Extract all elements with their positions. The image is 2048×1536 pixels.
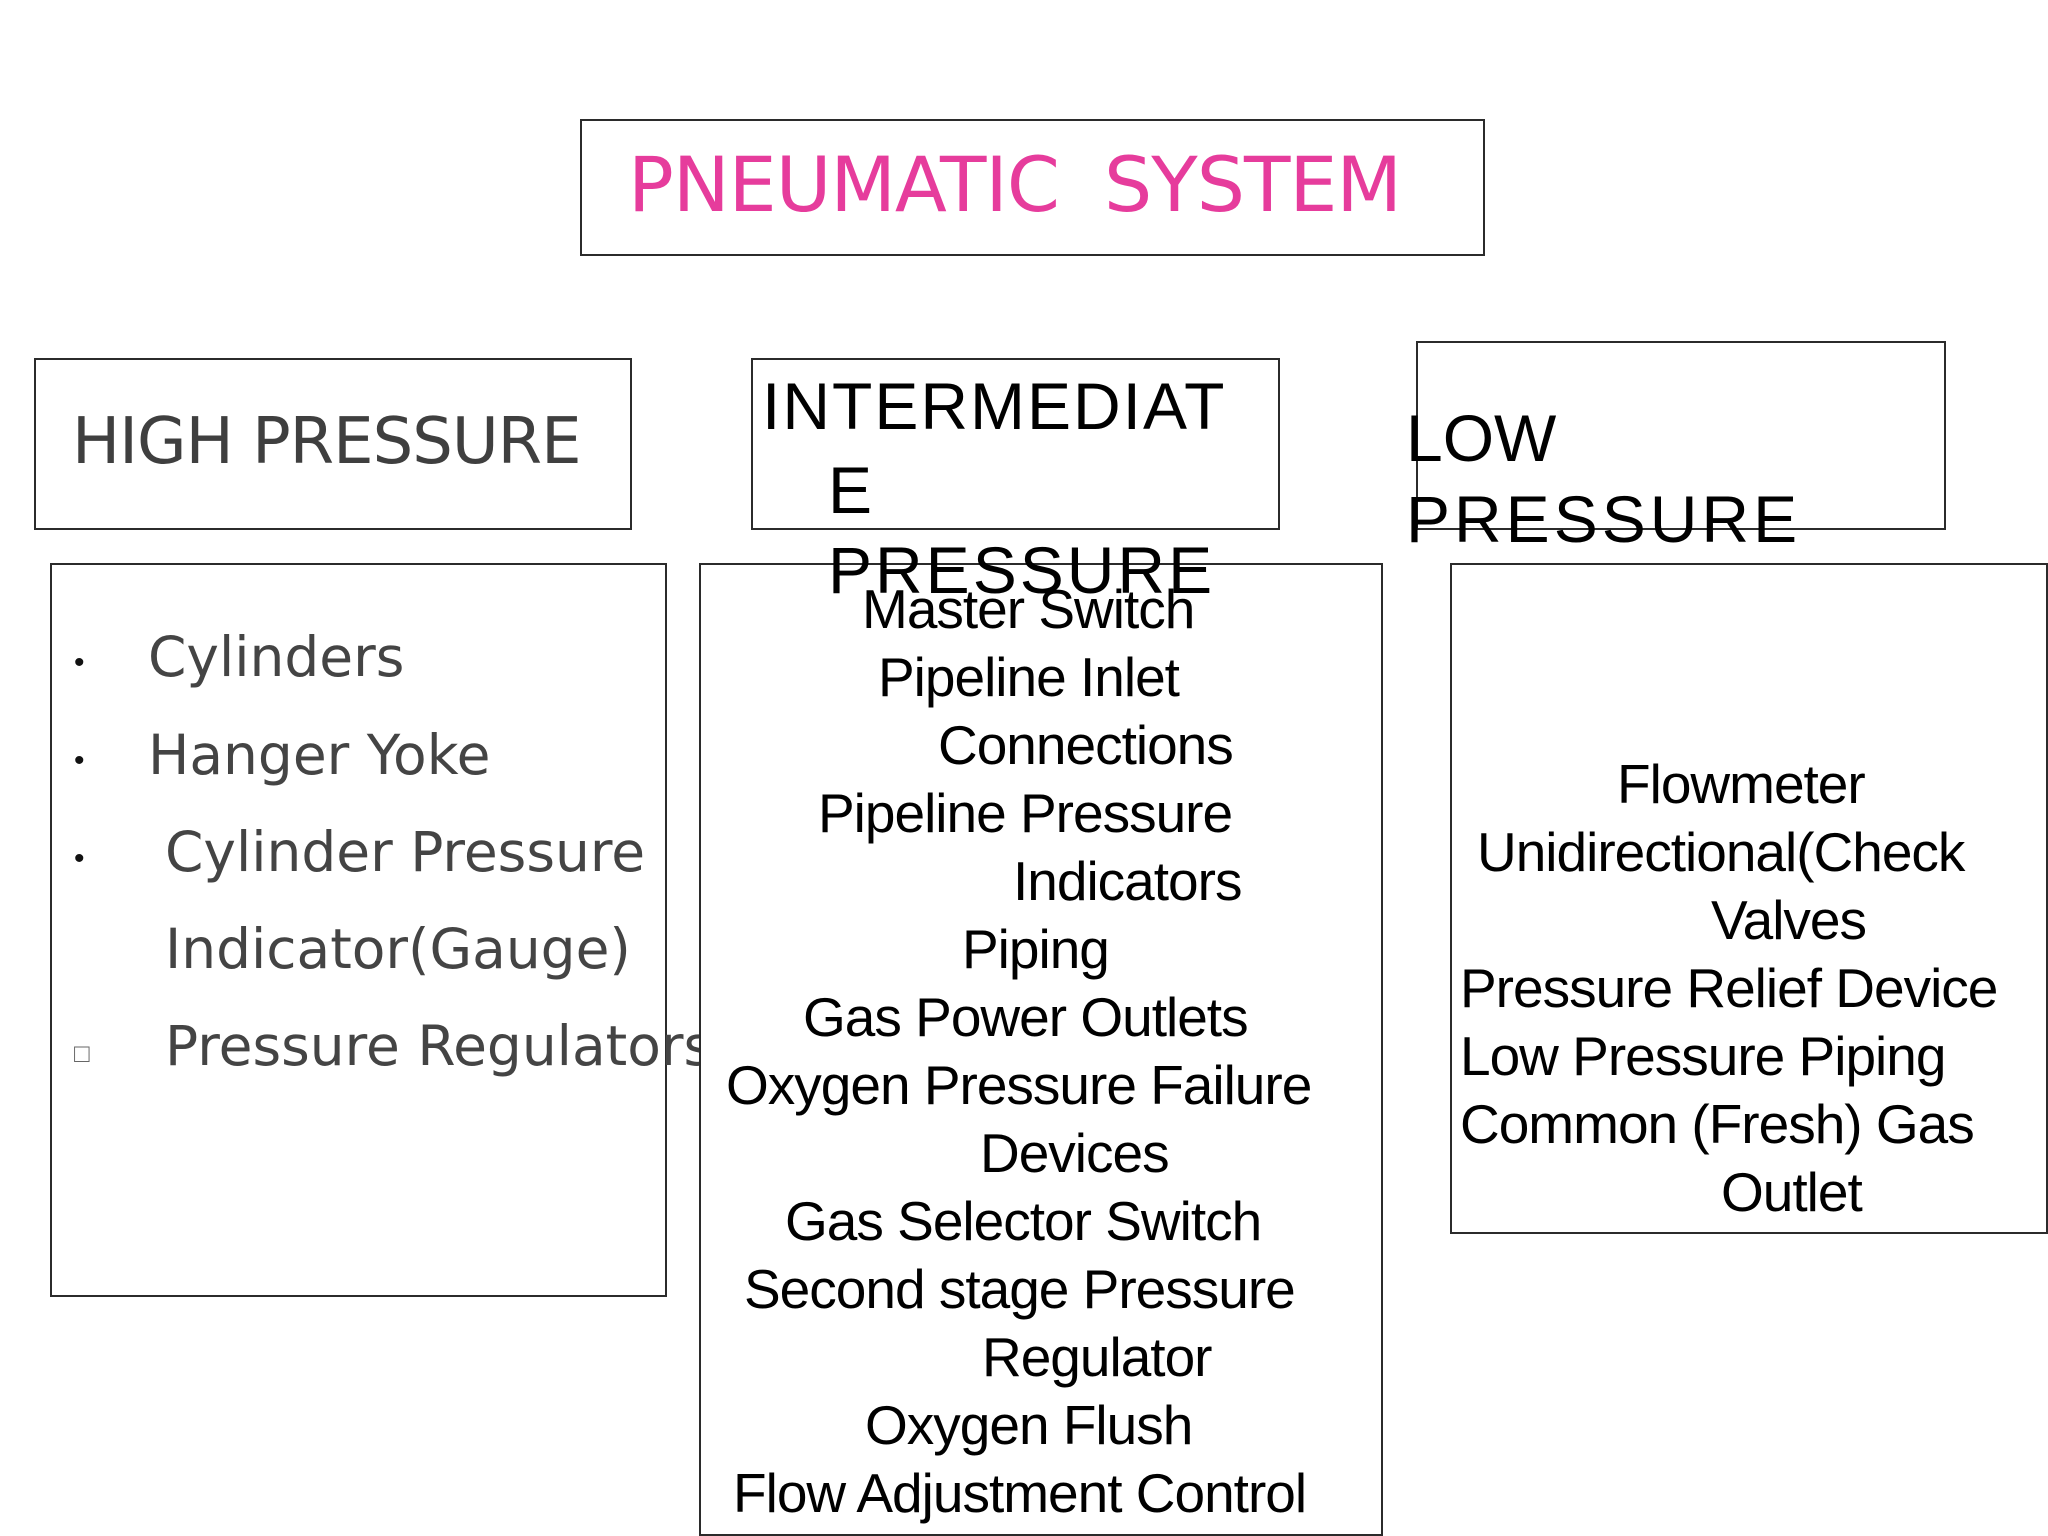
intermediate-pressure-list-box <box>699 563 1383 1536</box>
mid-line: Indicators <box>1013 850 1242 912</box>
low-line: Low Pressure Piping <box>1460 1025 1946 1087</box>
bullet-icon: • <box>74 646 85 679</box>
high-pressure-header-box <box>34 358 632 530</box>
low-line: Common (Fresh) Gas <box>1460 1093 1975 1155</box>
low-pressure-header-box <box>1416 341 1946 530</box>
high-item-cylinders: Cylinders <box>148 625 405 689</box>
title-box <box>580 119 1485 256</box>
bullet-icon: • <box>74 842 85 875</box>
intermediate-heading-line-1: INTERMEDIAT <box>762 369 1227 443</box>
mid-line: Pipeline Pressure <box>818 782 1233 844</box>
mid-line: Oxygen Flush <box>865 1394 1193 1456</box>
mid-line: Piping <box>962 918 1110 980</box>
low-line: Valves <box>1711 889 1867 951</box>
square-bullet-icon: □ <box>74 1038 90 1068</box>
bullet-icon: • <box>74 744 85 777</box>
mid-line: Flow Adjustment Control <box>733 1462 1307 1524</box>
high-item-cylinder-pressure: Cylinder Pressure <box>165 820 646 884</box>
mid-line: Devices <box>980 1122 1170 1184</box>
intermediate-pressure-header-box <box>751 358 1280 530</box>
intermediate-heading-line-2: E <box>828 453 873 527</box>
mid-line: Second stage Pressure <box>744 1258 1296 1320</box>
low-line: Pressure Relief Device <box>1460 957 1998 1019</box>
mid-line: Connections <box>938 714 1234 776</box>
high-pressure-list-box <box>50 563 667 1297</box>
high-pressure-heading: HIGH PRESSURE <box>72 405 582 479</box>
low-line: Unidirectional(Check <box>1477 821 1965 883</box>
low-line: Flowmeter <box>1617 753 1866 815</box>
low-pressure-list-box <box>1450 563 2048 1234</box>
mid-line: Gas Selector Switch <box>785 1190 1262 1252</box>
diagram-title: PNEUMATIC SYSTEM <box>628 140 1402 229</box>
high-item-indicator-gauge: Indicator(Gauge) <box>165 917 631 981</box>
low-heading-line-1: LOW <box>1406 401 1557 475</box>
intermediate-heading-line-3: PRESSURE <box>828 533 1216 607</box>
low-line: Outlet <box>1721 1161 1863 1223</box>
high-item-hanger-yoke: Hanger Yoke <box>148 723 491 787</box>
mid-line: Master Switch <box>862 578 1195 640</box>
high-item-pressure-regulators: Pressure Regulators <box>165 1014 713 1078</box>
mid-line: Pipeline Inlet <box>878 646 1180 708</box>
mid-line: Regulator <box>982 1326 1212 1388</box>
mid-line: Oxygen Pressure Failure <box>726 1054 1312 1116</box>
low-heading-line-2: PRESSURE <box>1406 482 1802 556</box>
mid-line: Gas Power Outlets <box>803 986 1249 1048</box>
